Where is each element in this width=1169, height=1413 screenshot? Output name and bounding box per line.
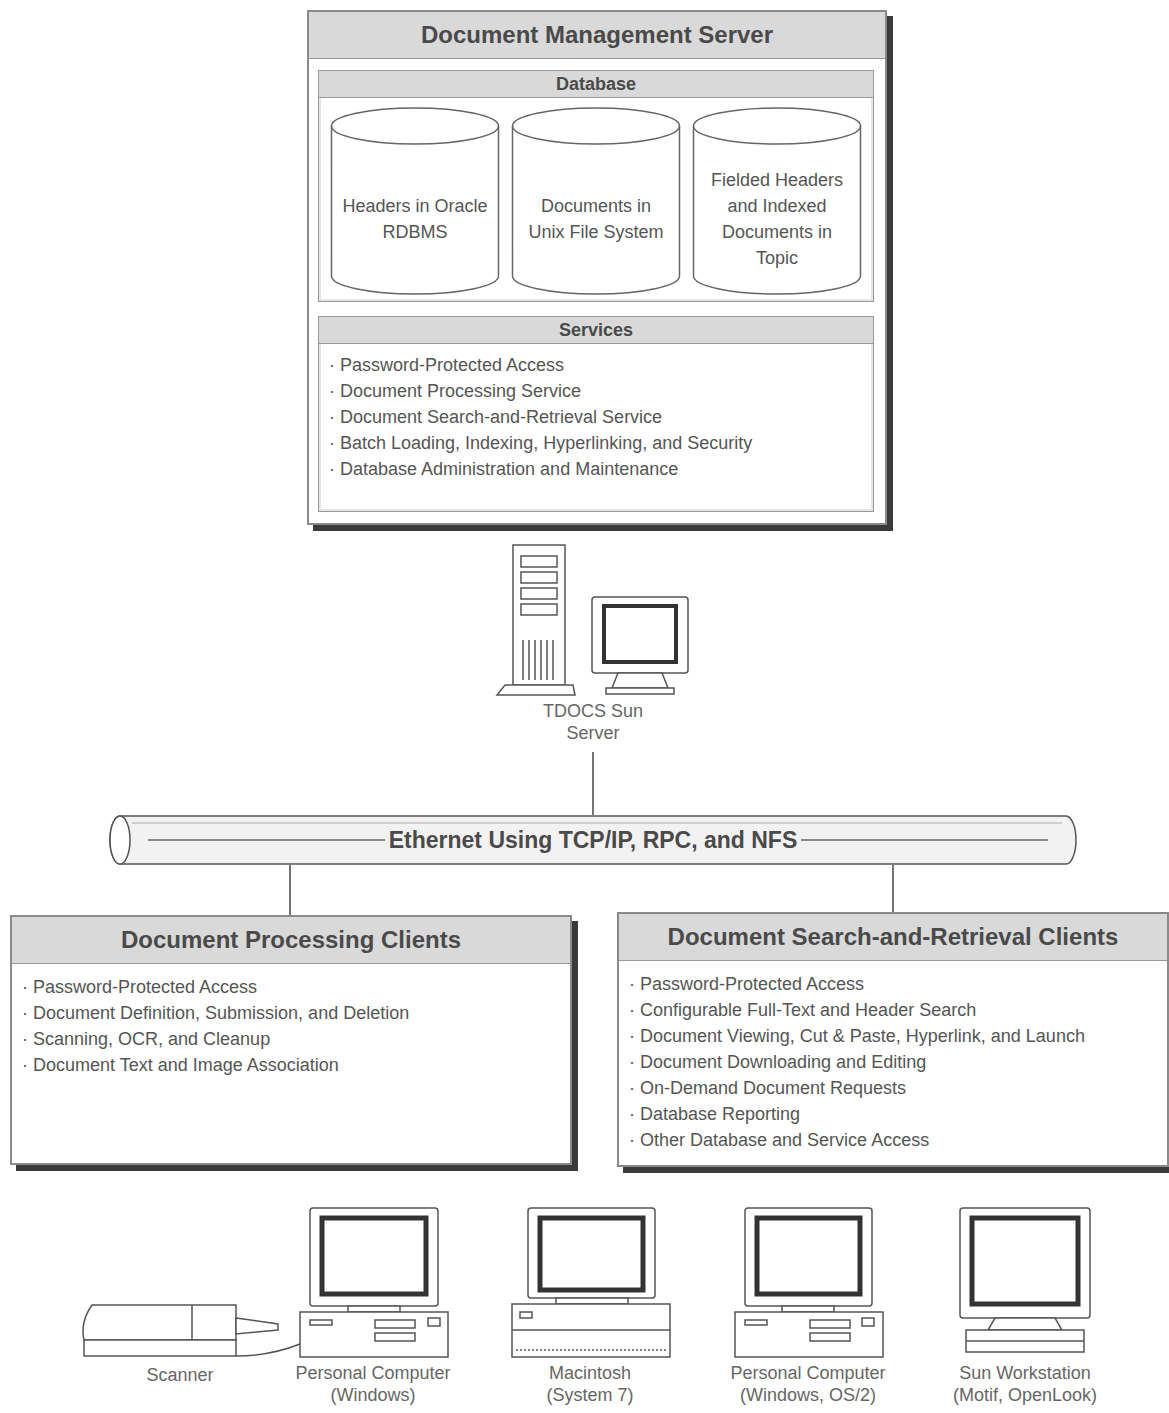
scanner-icon bbox=[83, 1305, 300, 1356]
box-heading: Database bbox=[319, 71, 873, 98]
network-link bbox=[892, 865, 894, 912]
server-panel: Document Management ServerDatabaseHeader… bbox=[307, 10, 887, 525]
box-heading: Services bbox=[319, 317, 873, 344]
cylinder-text: Documents in Unix File System bbox=[521, 193, 671, 245]
bullet-item: · Document Viewing, Cut & Paste, Hyperli… bbox=[619, 1023, 1167, 1049]
pc-icon bbox=[300, 1208, 448, 1357]
bullet-item: · Other Database and Service Access bbox=[619, 1127, 1167, 1153]
box-heading: Document Processing Clients bbox=[12, 917, 570, 964]
bullet-item: · Configurable Full-Text and Header Sear… bbox=[619, 997, 1167, 1023]
network-link bbox=[289, 865, 291, 915]
database-cylinder: Headers in Oracle RDBMS bbox=[330, 106, 500, 296]
bullet-item: · Document Text and Image Association bbox=[12, 1052, 570, 1078]
device-label: Macintosh (System 7) bbox=[530, 1362, 650, 1406]
bus-label: Ethernet Using TCP/IP, RPC, and NFS bbox=[385, 826, 802, 854]
bullet-item: · Batch Loading, Indexing, Hyperlinking,… bbox=[319, 430, 873, 456]
bullet-item: · Scanning, OCR, and Cleanup bbox=[12, 1026, 570, 1052]
device-label: Personal Computer (Windows) bbox=[286, 1362, 461, 1406]
device-label: Scanner bbox=[120, 1364, 240, 1386]
client-panel: Document Processing Clients · Password-Pr… bbox=[10, 915, 572, 1165]
cylinder-text: Headers in Oracle RDBMS bbox=[340, 193, 490, 245]
client-panel: Document Search-and-Retrieval Clients · P… bbox=[617, 912, 1169, 1167]
database-cylinder: Documents in Unix File System bbox=[511, 106, 681, 296]
workstation-icon bbox=[960, 1208, 1090, 1352]
server-icon bbox=[497, 545, 688, 695]
bullet-item: · Database Reporting bbox=[619, 1101, 1167, 1127]
bullet-item: · Document Definition, Submission, and D… bbox=[12, 1000, 570, 1026]
box-heading: Document Management Server bbox=[309, 12, 885, 59]
bullet-item: · Password-Protected Access bbox=[319, 352, 873, 378]
bullet-item: · Database Administration and Maintenanc… bbox=[319, 456, 873, 482]
services-box: Services· Password-Protected Access· Doc… bbox=[318, 316, 874, 512]
bullet-item: · Password-Protected Access bbox=[12, 974, 570, 1000]
bullet-item: · Document Search-and-Retrieval Service bbox=[319, 404, 873, 430]
box-heading: Document Search-and-Retrieval Clients bbox=[619, 914, 1167, 961]
database-box: DatabaseHeaders in Oracle RDBMS Documents… bbox=[318, 70, 874, 302]
server-label: TDOCS Sun Server bbox=[538, 700, 648, 744]
bullet-item: · On-Demand Document Requests bbox=[619, 1075, 1167, 1101]
server-link-line bbox=[592, 752, 594, 815]
bullet-item: · Password-Protected Access bbox=[619, 971, 1167, 997]
network-bus: Ethernet Using TCP/IP, RPC, and NFS bbox=[108, 815, 1078, 865]
bullet-item: · Document Processing Service bbox=[319, 378, 873, 404]
cylinder-text: Fielded Headers and Indexed Documents in… bbox=[702, 167, 852, 271]
bullet-item: · Document Downloading and Editing bbox=[619, 1049, 1167, 1075]
macintosh-icon bbox=[512, 1208, 670, 1357]
pc-icon bbox=[735, 1208, 883, 1357]
device-label: Sun Workstation (Motif, OpenLook) bbox=[938, 1362, 1113, 1406]
device-label: Personal Computer (Windows, OS/2) bbox=[721, 1362, 896, 1406]
database-cylinder: Fielded Headers and Indexed Documents in… bbox=[692, 106, 862, 296]
